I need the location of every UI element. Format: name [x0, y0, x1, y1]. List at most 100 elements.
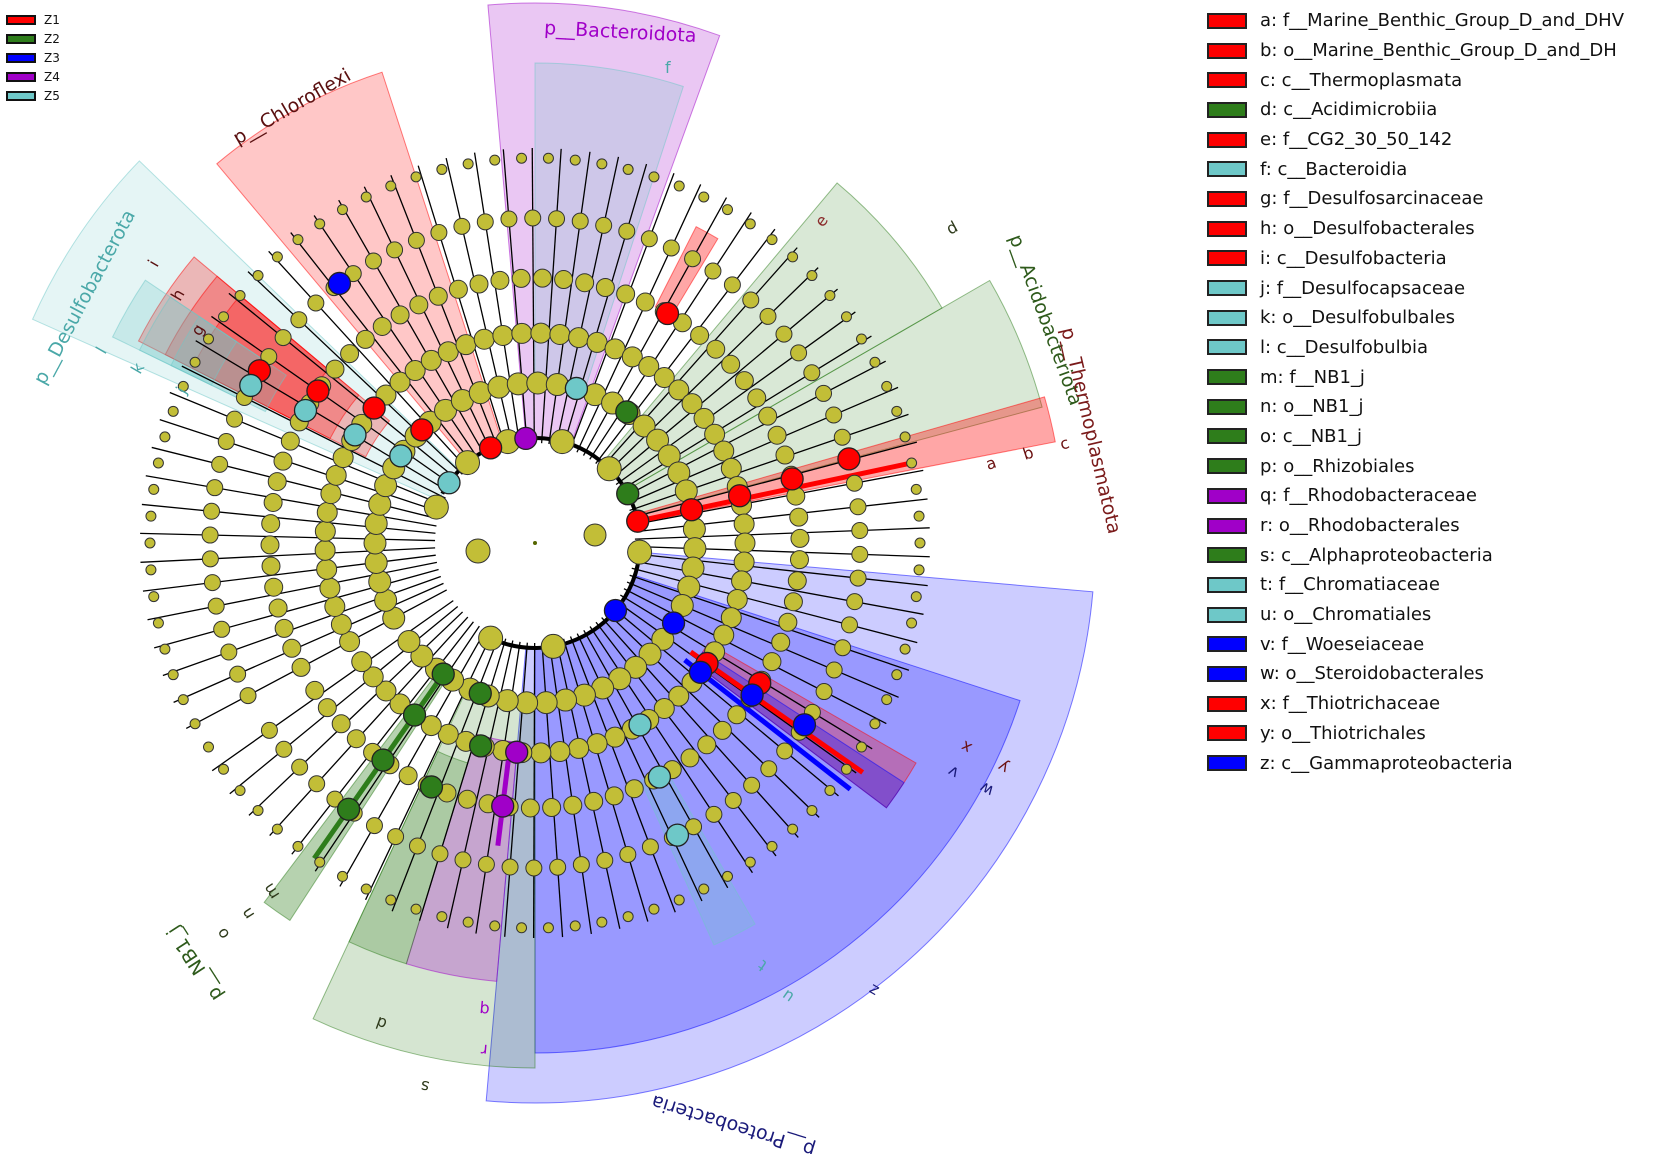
taxa-swatch — [1207, 695, 1247, 712]
taxa-label: t: f__Chromatiaceae — [1260, 574, 1440, 596]
taxa-label: l: c__Desulfobulbia — [1260, 336, 1429, 358]
taxon-node — [144, 537, 156, 549]
taxa-swatch — [1207, 161, 1247, 178]
taxa-label: g: f__Desulfosarcinaceae — [1260, 188, 1484, 210]
taxon-node — [806, 804, 818, 816]
group-legend-item: Z4 — [6, 67, 60, 86]
taxon-node — [662, 239, 680, 257]
significant-taxon-node — [792, 713, 817, 737]
taxon-node — [568, 737, 590, 759]
taxa-label: o: c__NB1_j — [1260, 425, 1362, 447]
taxon-node — [575, 273, 595, 293]
taxon-node — [252, 804, 264, 816]
taxon-node — [351, 651, 373, 673]
taxon-node — [549, 323, 571, 345]
taxon-node — [604, 338, 626, 360]
taxon-node — [825, 661, 843, 679]
taxon-node — [525, 859, 543, 877]
taxon-node — [274, 329, 292, 347]
taxon-node — [775, 325, 793, 343]
taxon-node — [337, 204, 348, 216]
clade-letter-r: r — [480, 1040, 489, 1060]
clade-edge — [683, 658, 852, 792]
taxon-node — [767, 425, 787, 445]
group-label: Z3 — [44, 50, 60, 65]
taxon-node — [524, 209, 542, 227]
phylum-label-proteobacteria: p__Proteobacteria — [649, 1090, 818, 1154]
taxon-node — [849, 498, 867, 516]
taxon-node — [790, 528, 810, 548]
taxa-swatch — [1207, 755, 1247, 772]
leaf-edge — [555, 156, 620, 446]
taxon-node — [317, 698, 337, 718]
taxon-node — [319, 577, 341, 599]
taxa-legend-item: a: f__Marine_Benthic_Group_D_and_DHV — [1207, 6, 1660, 36]
leaf-edge — [634, 527, 930, 540]
significant-taxon-node — [371, 748, 395, 772]
taxon-node — [759, 307, 777, 325]
taxa-swatch — [1207, 12, 1247, 29]
taxon-node — [721, 354, 741, 374]
leaf-edge — [147, 561, 438, 621]
taxon-node — [229, 665, 247, 683]
group-label: Z4 — [44, 69, 60, 84]
tree-nodes — [144, 152, 926, 934]
taxa-swatch — [1207, 131, 1247, 148]
taxon-node — [571, 212, 589, 230]
taxon-node — [320, 483, 342, 505]
taxon-node — [234, 290, 246, 302]
taxon-node — [489, 154, 501, 166]
taxon-node — [899, 643, 911, 655]
significant-taxon-node — [410, 418, 434, 442]
taxon-node — [705, 805, 723, 823]
taxon-node — [267, 472, 287, 492]
taxon-node — [260, 721, 278, 739]
taxon-node — [274, 618, 294, 638]
taxon-node — [766, 840, 778, 852]
taxon-node — [855, 741, 867, 753]
taxon-node — [316, 501, 338, 523]
taxon-node — [618, 222, 636, 240]
taxon-node — [845, 474, 863, 492]
taxon-node — [742, 291, 760, 309]
taxon-node — [263, 492, 283, 512]
taxon-node — [726, 588, 748, 610]
taxon-node — [540, 633, 566, 659]
taxon-node — [833, 428, 851, 446]
taxon-node — [420, 715, 442, 737]
taxon-node — [397, 630, 421, 654]
taxon-node — [530, 322, 552, 344]
taxon-node — [365, 817, 383, 835]
taxon-node — [697, 735, 717, 755]
leaf-edge — [576, 184, 702, 453]
taxon-node — [595, 278, 615, 298]
taxon-node — [520, 798, 540, 818]
taxon-node — [177, 380, 189, 392]
taxon-node — [724, 791, 742, 809]
taxon-node — [720, 607, 742, 629]
leaf-edge — [290, 232, 474, 465]
taxon-node — [490, 270, 510, 290]
taxa-label: f: c__Bacteroidia — [1260, 158, 1408, 180]
taxa-legend-item: u: o__Chromatiales — [1207, 600, 1660, 630]
leaf-edge — [634, 553, 928, 587]
taxon-node — [653, 367, 675, 389]
taxon-node — [409, 295, 429, 315]
taxon-node — [437, 341, 459, 363]
taxa-swatch — [1207, 72, 1247, 89]
taxa-label: p: o__Rhizobiales — [1260, 455, 1415, 477]
taxon-node — [469, 274, 489, 294]
taxon-node — [211, 455, 229, 473]
taxon-node — [218, 311, 230, 323]
group-swatch — [6, 14, 36, 25]
leaf-edge — [140, 547, 436, 563]
leaf-edge — [615, 311, 856, 486]
taxon-node — [803, 364, 821, 382]
taxa-swatch — [1207, 725, 1247, 742]
taxa-label: c: c__Thermoplasmata — [1260, 69, 1463, 91]
taxon-node — [704, 423, 726, 445]
taxon-node — [549, 858, 567, 876]
taxon-node — [722, 204, 733, 216]
